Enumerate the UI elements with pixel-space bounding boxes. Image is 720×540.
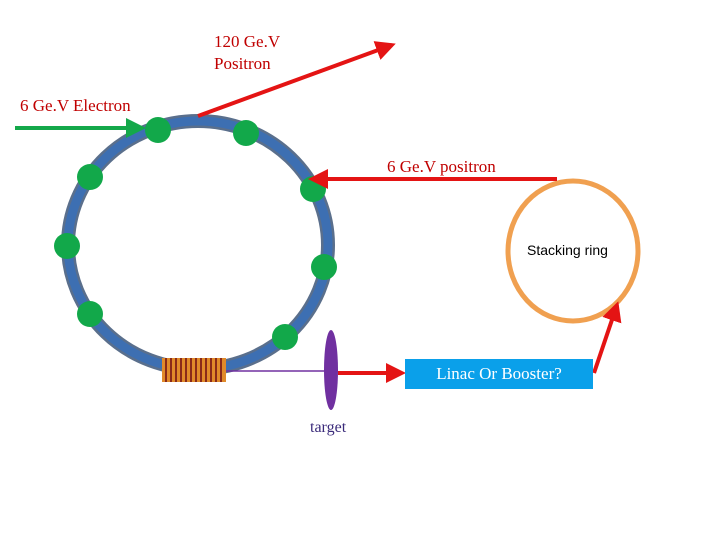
linac-to-stacking-arrow [592, 301, 622, 374]
positron-6-label: 6 Ge.V positron [387, 157, 496, 176]
electron-6-label: 6 Ge.V Electron [20, 96, 131, 115]
positron-120-label-line1: 120 Ge.V [214, 32, 281, 51]
magnet-node [54, 233, 80, 259]
undulator [162, 358, 226, 382]
magnet-node [272, 324, 298, 350]
magnet-node [145, 117, 171, 143]
stacking-ring [505, 178, 641, 324]
magnet-nodes [54, 117, 337, 350]
magnet-node [233, 120, 259, 146]
positron-120-arrow [197, 41, 396, 118]
positron-120-label: 120 Ge.V Positron [214, 31, 280, 75]
target-label: target [310, 419, 347, 436]
positron-120-label-line2: Positron [214, 54, 271, 73]
magnet-node [77, 301, 103, 327]
magnet-node [311, 254, 337, 280]
target-disk [324, 330, 338, 410]
magnet-node [77, 164, 103, 190]
linac-booster-box: Linac Or Booster? [405, 359, 593, 389]
stacking-ring-label: Stacking ring [527, 242, 608, 258]
